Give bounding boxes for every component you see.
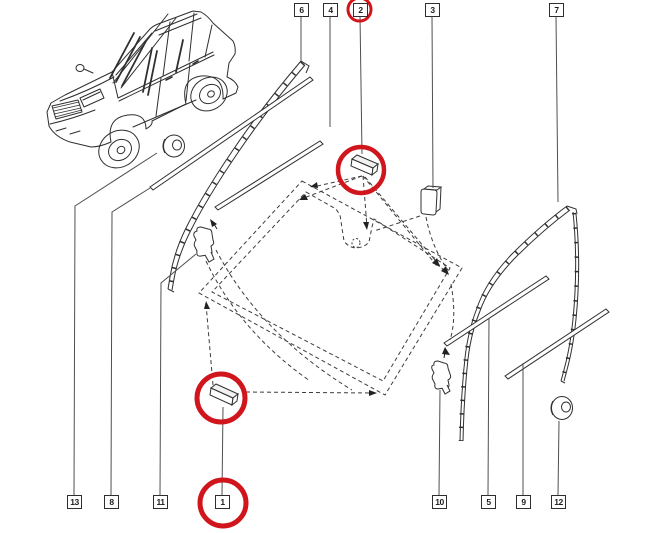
callout-box-8: 8 [104,495,119,509]
car-front-wheel [98,129,140,169]
callout-box-7: 7 [549,3,564,17]
highlight-circles [194,0,387,529]
part-run-channel-left [167,60,310,293]
highlight-circle-part-2 [335,144,387,196]
leader-8 [110,187,151,496]
car-roof-rails [154,13,202,36]
callout-label: 11 [156,496,166,507]
callout-label: 6 [299,4,304,15]
car-headlight [79,88,105,108]
part-clip-left [193,226,215,263]
part-weatherstrip-outer-right [443,275,550,347]
car-a-pillar-inner [115,32,153,76]
callout-box-6: 6 [294,3,309,17]
arrow-left-bottom-edge [204,301,210,309]
leader-5 [487,317,490,496]
arrow-sensor-notch [363,222,369,230]
callout-label: 3 [430,4,435,15]
arrow-right-vertex-2 [441,266,449,275]
arrow-top-edge-1 [310,182,318,188]
leader-3 [431,15,434,189]
car-c-pillar [188,12,195,62]
windshield-outline [198,180,463,396]
car-cowl-line [111,71,119,99]
callout-label: 10 [435,496,444,507]
arrow-right-vertex-1 [432,258,440,267]
dashed-locator-lines [205,175,455,394]
callout-label: 9 [521,496,526,507]
leader-13 [73,152,158,496]
leader-7 [555,15,559,203]
callout-box-12: 12 [551,495,566,509]
callout-box-1: 1 [215,495,230,509]
car-grille-outline [51,99,83,120]
callout-box-4: 4 [323,3,338,17]
leader-12 [557,420,560,496]
callout-label: 7 [554,4,559,15]
arrow-stems [213,223,446,359]
callout-box-11: 11 [153,495,168,509]
car-beltline [117,51,215,102]
part-spacer-block-bottom [209,383,239,407]
car-mirror [75,64,85,72]
part-weatherstrip-outer-left [149,76,314,191]
part-spacer-block-top [350,154,379,177]
car-hood-crease [59,76,115,102]
callout-box-2: 2 [353,3,368,17]
callout-label: 13 [70,496,79,507]
car-illustration [46,10,239,169]
car-mirror-stalk [83,68,94,74]
highlight-circle-callout-2 [346,0,373,23]
callout-label: 5 [486,496,491,507]
part-run-channel-right [458,205,580,442]
callout-label: 4 [328,4,333,15]
part-clip-right [431,360,452,395]
part-weatherstrip-inner-left [214,140,324,211]
callout-label: 2 [358,4,363,15]
arrow-top-edge-2 [299,194,308,200]
arrow-clip-left [210,219,217,227]
part-weatherstrip-inner-right [504,308,610,380]
highlight-circle-callout-1 [197,477,249,529]
locator-arrowheads [204,182,450,396]
leader-11 [159,253,197,496]
callout-box-5: 5 [481,495,496,509]
part-pad [420,185,443,216]
callout-box-3: 3 [425,3,440,17]
arrow-bottom-vertex [369,390,377,396]
car-bumper-lines [49,109,96,135]
car-body-outline [46,10,239,148]
car-door-cut-lines [155,62,191,117]
car-rocker-line [132,99,197,128]
callout-box-9: 9 [516,495,531,509]
highlight-circle-part-1 [194,371,248,425]
windshield-inner-edge [211,191,451,382]
car-grille-hatching [52,101,83,118]
callout-box-13: 13 [67,495,82,509]
callout-box-10: 10 [432,495,447,509]
callout-label: 1 [220,496,225,507]
callout-label: 8 [109,496,114,507]
arrow-clip-right [442,347,450,355]
leader-2 [359,15,363,155]
car-windshield-streaks [109,32,147,87]
windshield-outer-edge [198,180,463,396]
part-grommet-left [162,134,185,158]
car-door-handles [165,60,199,81]
leader-10 [438,389,441,496]
part-grommet-right [550,396,573,420]
windshield-sensor-circle [351,238,361,248]
car-door-glass-streaks [142,39,184,96]
car-rear-wheel [190,76,228,112]
car-rear-pillar [204,24,213,58]
callout-label: 12 [554,496,563,507]
